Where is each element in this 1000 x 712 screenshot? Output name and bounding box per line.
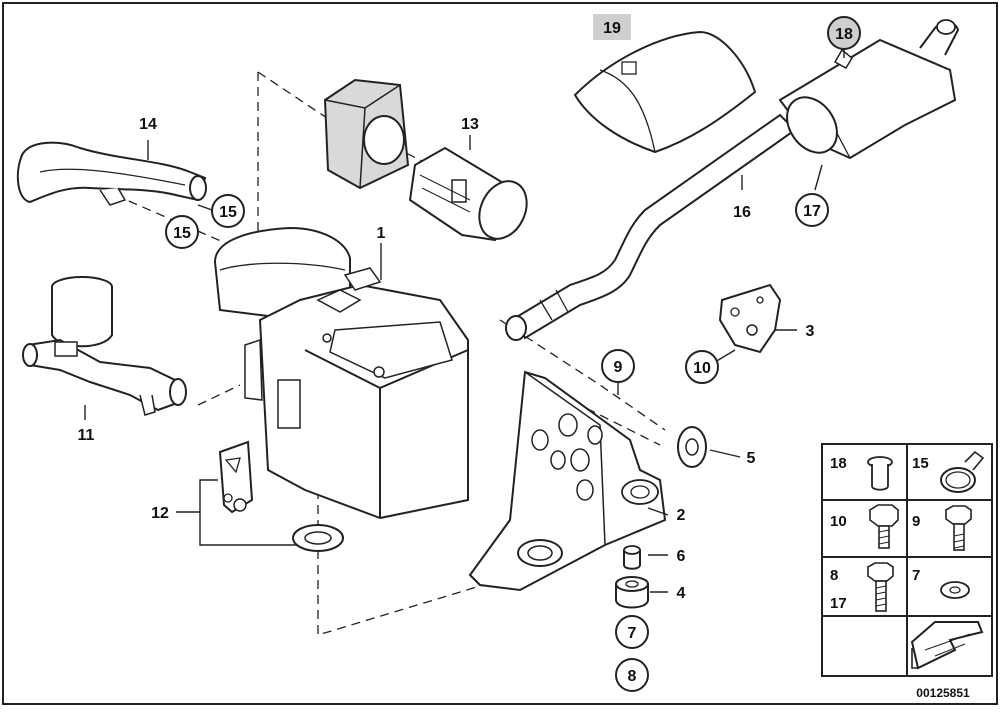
hex-bolt-short-icon <box>868 504 900 549</box>
callout-13: 13 <box>461 116 479 133</box>
hex-bolt-long-icon <box>866 562 895 612</box>
callout-17-circle <box>795 193 829 227</box>
callout-8: 8 <box>628 668 637 685</box>
callout-19: 19 <box>603 20 621 37</box>
hex-bolt-icon <box>944 505 973 551</box>
legend-label-18: 18 <box>830 455 847 472</box>
legend-label-7: 7 <box>912 567 920 584</box>
silencer-part-17 <box>778 19 960 160</box>
legend-label-17: 17 <box>830 595 847 612</box>
callout-18: 18 <box>835 26 853 43</box>
callout-12: 12 <box>151 505 169 522</box>
callout-18-circle <box>827 16 861 50</box>
grommet-part-5 <box>677 426 707 468</box>
heater-unit-part-1 <box>213 226 469 520</box>
callout-3: 3 <box>806 323 815 340</box>
filter-part-13 <box>323 78 528 242</box>
hose-clamp-icon <box>940 450 985 493</box>
callout-5: 5 <box>747 450 756 467</box>
callout-9: 9 <box>614 359 623 376</box>
callout-2: 2 <box>677 507 686 524</box>
legend-label-15: 15 <box>912 455 929 472</box>
legend-label-10: 10 <box>830 513 847 530</box>
callout-7-circle <box>615 615 649 649</box>
callout-8-circle <box>615 658 649 692</box>
heat-shield-part-19 <box>573 30 757 154</box>
callout-15b: 15 <box>173 225 191 242</box>
mount-bracket-part-3 <box>718 283 782 354</box>
callout-6: 6 <box>677 548 686 565</box>
callout-10: 10 <box>693 360 711 377</box>
callout-14: 14 <box>139 116 157 133</box>
callout-7: 7 <box>628 625 637 642</box>
legend-label-9: 9 <box>912 513 920 530</box>
arrow-symbol-icon <box>910 621 984 670</box>
washer-icon <box>940 581 970 599</box>
drawing-number: 00125851 <box>916 686 970 700</box>
spacer-part-6 <box>623 545 641 570</box>
hose-part-14 <box>16 141 207 206</box>
sleeve-nut-icon <box>867 456 893 491</box>
callout-labels: 1 2 3 4 5 6 7 8 9 10 11 12 13 14 15 15 1… <box>78 14 861 692</box>
bracket-part-12 <box>218 440 254 514</box>
callout-11: 11 <box>78 427 95 444</box>
rubber-mount-part-4 <box>615 576 649 609</box>
callout-10-circle <box>685 350 719 384</box>
callout-16: 16 <box>733 204 751 221</box>
callout-15a: 15 <box>219 204 237 221</box>
callout-4: 4 <box>677 585 686 602</box>
pump-part-11 <box>22 276 187 416</box>
callout-1: 1 <box>377 225 386 242</box>
callout-9-circle <box>601 349 635 383</box>
fastener-legend: 18 15 10 9 8 17 <box>821 443 993 677</box>
legend-label-8: 8 <box>830 567 838 584</box>
grommet-under-heater <box>292 524 344 552</box>
callout-17: 17 <box>803 203 821 220</box>
mounting-plate-part-2 <box>468 370 667 592</box>
exhaust-pipe-part-16 <box>505 113 797 341</box>
callout-15b-circle <box>165 215 199 249</box>
callout-15a-circle <box>211 194 245 228</box>
leader-lines <box>84 48 845 593</box>
callout-19-highlight <box>593 14 631 40</box>
